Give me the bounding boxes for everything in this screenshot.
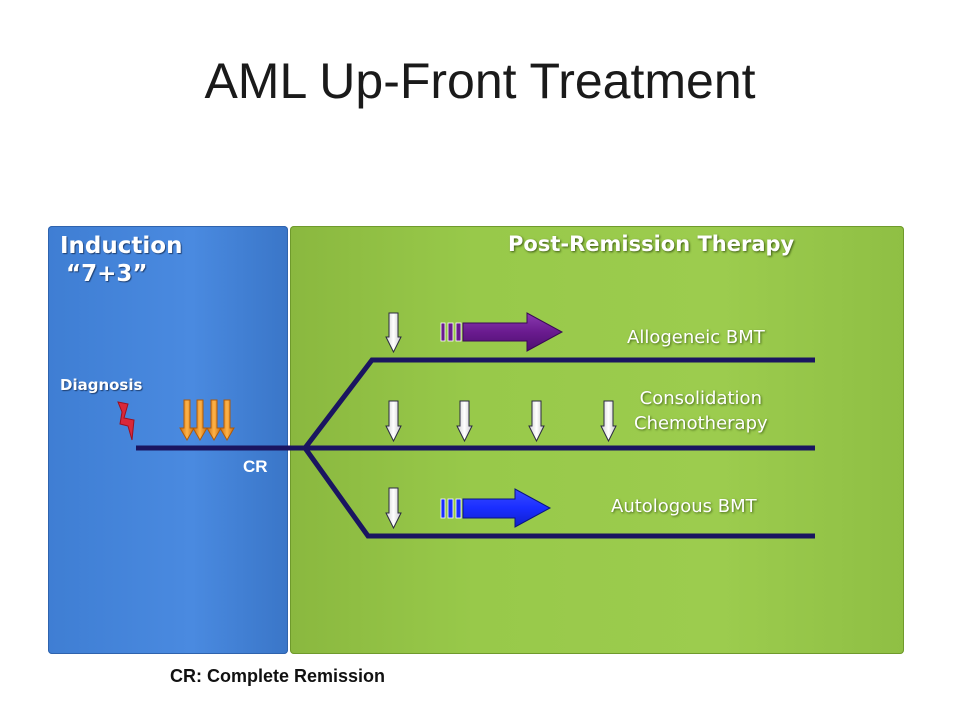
induction-regimen: “7+3” bbox=[66, 261, 148, 287]
allogeneic-bmt-label: Allogeneic BMT bbox=[627, 327, 765, 348]
right-arrow-icon bbox=[440, 488, 552, 528]
cr-label: CR bbox=[243, 457, 268, 476]
down-arrow-icon bbox=[385, 400, 402, 443]
footnote: CR: Complete Remission bbox=[170, 666, 386, 686]
down-arrow-icon bbox=[206, 399, 222, 441]
autologous-branch-line bbox=[302, 446, 815, 539]
autologous-bmt-label: Autologous BMT bbox=[611, 496, 757, 517]
down-arrow-icon bbox=[528, 400, 545, 443]
induction-label: Induction “7+3” bbox=[60, 232, 182, 288]
timeline bbox=[136, 357, 815, 539]
post-remission-title: Post-Remission Therapy bbox=[508, 232, 795, 256]
down-arrow-icon bbox=[385, 487, 402, 530]
induction-title: Induction bbox=[60, 233, 183, 259]
consolidation-chemotherapy-label: Consolidation Chemotherapy bbox=[634, 386, 768, 436]
diagnosis-label: Diagnosis bbox=[60, 376, 143, 394]
down-arrow-icon bbox=[179, 399, 195, 441]
induction-arrows bbox=[179, 399, 235, 441]
treatment-down-arrows bbox=[385, 312, 617, 530]
consolidation-line2: Chemotherapy bbox=[634, 413, 768, 434]
lightning-bolt-icon bbox=[117, 401, 135, 441]
down-arrow-icon bbox=[385, 312, 402, 354]
allogeneic-branch-line bbox=[303, 357, 815, 450]
down-arrow-icon bbox=[219, 399, 235, 441]
right-arrow-icon bbox=[440, 312, 564, 352]
consolidation-line1: Consolidation bbox=[639, 388, 762, 409]
slide-title: AML Up-Front Treatment bbox=[204, 53, 756, 109]
induction-panel bbox=[48, 226, 288, 654]
post-remission-panel bbox=[290, 226, 904, 654]
down-arrow-icon bbox=[192, 399, 208, 441]
down-arrow-icon bbox=[456, 400, 473, 443]
down-arrow-icon bbox=[600, 400, 617, 443]
